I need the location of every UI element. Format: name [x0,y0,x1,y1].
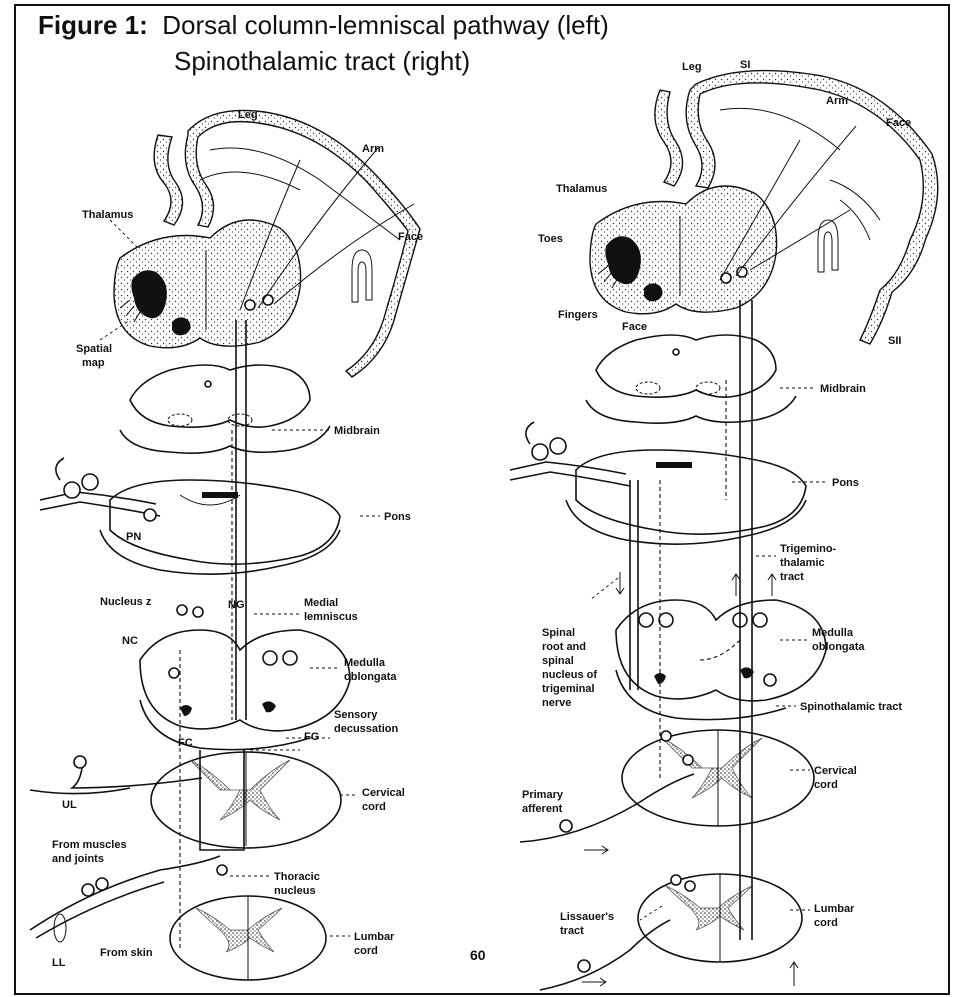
label-right-trigemino-3: tract [780,571,804,583]
label-left-decussation-1: Sensory [334,709,378,721]
right-medulla [616,600,826,720]
label-left-ll: LL [52,957,66,969]
left-midbrain [120,365,330,453]
right-midbrain [586,335,796,423]
label-right-toes: Toes [538,233,563,245]
label-left-lumbar-2: cord [354,945,378,957]
label-left-ul: UL [62,799,77,811]
label-left-face: Face [398,231,423,243]
label-right-face-top: Face [886,117,911,129]
label-right-spinal-2: root and [542,641,586,653]
label-left-medulla-1: Medulla [344,657,386,669]
label-right-afferent-1: Primary [522,789,564,801]
label-left-decussation-2: decussation [334,723,398,735]
label-right-face: Face [622,321,647,333]
label-left-cervical-1: Cervical [362,787,405,799]
label-left-muscles-1: From muscles [52,839,127,851]
right-spinothalamic-diagram: Leg SI Arm Face Thalamus Toes Fingers Fa… [510,59,938,990]
label-right-spinal-3: spinal [542,655,574,667]
label-right-spinal-5: trigeminal [542,683,595,695]
label-right-spinal-6: nerve [542,697,571,709]
left-thalamus [114,220,301,348]
label-right-lissauer-1: Lissauer's [560,911,614,923]
label-left-muscles-2: and joints [52,853,104,865]
label-right-spinal-4: nucleus of [542,669,597,681]
right-pons [566,450,806,544]
label-left-spatial-2: map [82,357,105,369]
label-left-fc: FC [178,737,193,749]
label-left-from-skin: From skin [100,947,153,959]
label-left-nucleus-z: Nucleus z [100,596,152,608]
label-right-leg: Leg [682,61,702,73]
right-lumbar-cord [638,874,802,962]
label-right-thalamus: Thalamus [556,183,607,195]
label-left-medulla-2: oblongata [344,671,397,683]
label-left-nc: NC [122,635,138,647]
label-right-spinal-1: Spinal [542,627,575,639]
label-right-trigemino-2: thalamic [780,557,825,569]
label-left-pn: PN [126,531,141,543]
label-left-spatial-1: Spatial [76,343,112,355]
label-right-afferent-2: afferent [522,803,563,815]
label-left-ng: NG [228,599,245,611]
label-right-spinothalamic: Spinothalamic tract [800,701,902,713]
label-left-cervical-2: cord [362,801,386,813]
right-cervical-cord [622,730,814,826]
label-left-medial-1: Medial [304,597,338,609]
label-right-lumbar-2: cord [814,917,838,929]
label-left-thoracic-2: nucleus [274,885,316,897]
left-pons [100,480,340,574]
label-right-midbrain: Midbrain [820,383,866,395]
label-left-medial-2: lemniscus [304,611,358,623]
label-left-pons: Pons [384,511,411,523]
label-left-thoracic-1: Thoracic [274,871,320,883]
left-lumbar-cord [170,896,326,980]
label-right-medulla-2: oblongata [812,641,865,653]
label-right-si: SI [740,59,750,71]
right-thalamus [590,186,777,314]
page-number: 60 [470,947,486,963]
label-right-cervical-1: Cervical [814,765,857,777]
label-right-arm: Arm [826,95,848,107]
label-right-trigemino-1: Trigemino- [780,543,837,555]
label-left-fg: FG [304,731,319,743]
label-left-midbrain: Midbrain [334,425,380,437]
label-right-lissauer-2: tract [560,925,584,937]
label-left-lumbar-1: Lumbar [354,931,395,943]
left-dorsal-column-diagram: Leg Arm Face Thalamus Spatial map Midbra… [30,109,423,980]
label-right-medulla-1: Medulla [812,627,854,639]
label-left-arm: Arm [362,143,384,155]
label-right-lumbar-1: Lumbar [814,903,855,915]
label-right-pons: Pons [832,477,859,489]
label-right-sii: SII [888,335,901,347]
label-right-cervical-2: cord [814,779,838,791]
label-left-leg: Leg [238,109,258,121]
label-right-fingers: Fingers [558,309,598,321]
label-left-thalamus: Thalamus [82,209,133,221]
